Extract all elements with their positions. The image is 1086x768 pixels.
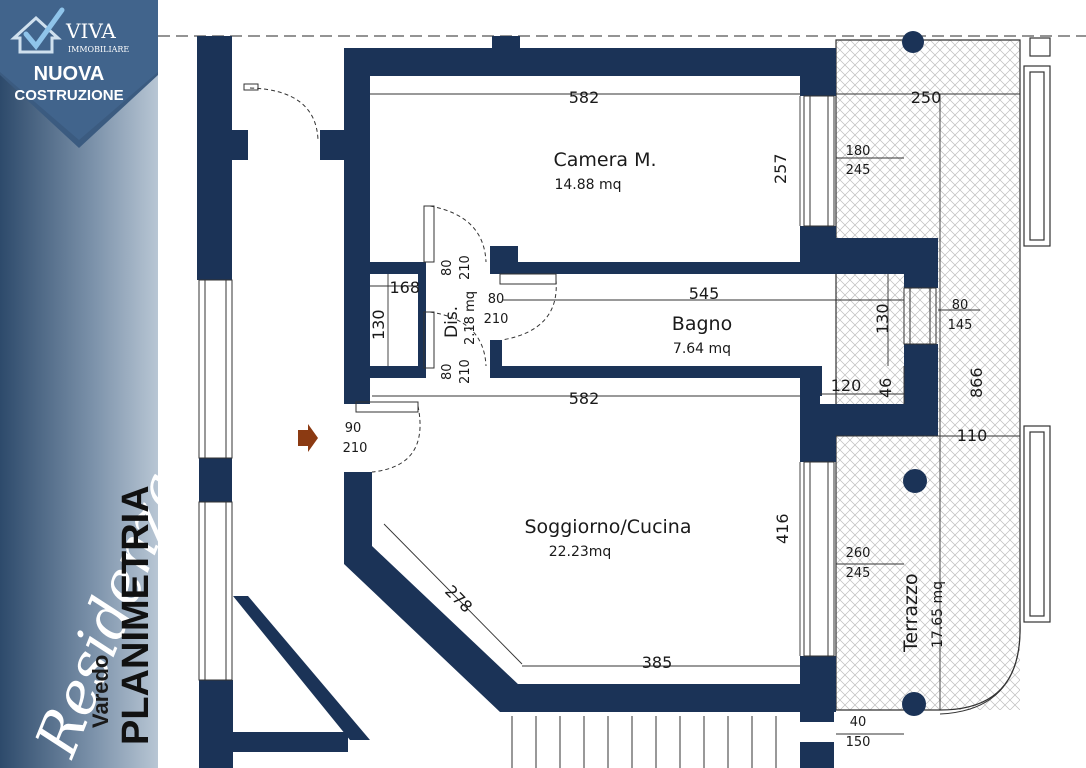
corridor-walls: [197, 36, 370, 768]
room-dis-area: 2.18 mq: [463, 291, 478, 345]
project-doc-type: PLANIMETRIA: [115, 485, 157, 745]
dim-door-bagno-h: 210: [484, 312, 509, 327]
room-bagno-area: 7.64 mq: [673, 341, 731, 357]
dim-door-dis-bot-h: 210: [458, 359, 473, 384]
brand-badge: VIVA IMMOBILIARE NUOVA COSTRUZIONE: [0, 0, 158, 148]
dim-camera-width: 582: [569, 88, 600, 107]
house-logo-icon: [10, 7, 65, 54]
room-camera-area: 14.88 mq: [554, 177, 621, 193]
room-soggiorno-name: Soggiorno/Cucina: [525, 516, 692, 538]
dim-entry-door-w: 90: [345, 421, 362, 436]
dim-dis-height: 130: [369, 309, 388, 340]
badge-line-1: NUOVA: [34, 63, 105, 85]
dim-window-bagno-w: 80: [952, 298, 969, 313]
door-swings: [243, 83, 557, 473]
sidebar: VIVA IMMOBILIARE NUOVA COSTRUZIONE Resid…: [0, 0, 158, 768]
room-terrazzo-name: Terrazzo: [900, 573, 922, 653]
sidebar-titles: Residenza Cecilia Varedo PLANIMETRIA: [22, 258, 158, 767]
apartment-windows: [803, 95, 937, 657]
entrance-arrow-icon: [298, 424, 318, 452]
dim-terrace-width: 250: [911, 88, 942, 107]
project-location: Varedo: [88, 655, 113, 728]
badge-line-2: COSTRUZIONE: [14, 87, 123, 104]
dim-soggiorno-depth: 416: [773, 513, 792, 544]
dim-bagno-width: 545: [689, 284, 720, 303]
dim-window-camera-h: 245: [846, 163, 871, 178]
dim-door-dis-top-w: 80: [440, 259, 455, 276]
dim-soggiorno-width: 582: [569, 389, 600, 408]
floor-plan: Camera M. 14.88 mq Bagno 7.64 mq Dis. 2.…: [158, 31, 1086, 768]
dim-window-sog-w: 260: [846, 546, 871, 561]
room-dis-name: Dis.: [442, 306, 462, 338]
dim-door-dis-bot-w: 80: [440, 363, 455, 380]
room-soggiorno-area: 22.23mq: [549, 544, 612, 560]
dim-terrace-gap: 110: [957, 426, 988, 445]
dim-bagno-small: 46: [876, 378, 895, 398]
terrace-columns: [902, 31, 927, 716]
dim-terrace-length: 866: [967, 367, 986, 398]
dim-diagonal: 278: [441, 581, 476, 616]
dim-dis-width: 168: [389, 278, 420, 297]
terrace-railing: [1023, 37, 1051, 623]
dim-bagno-ext: 120: [831, 376, 862, 395]
dim-window-bagno-h: 145: [948, 318, 973, 333]
dim-window-camera-w: 180: [846, 144, 871, 159]
dimension-lines: [370, 93, 1020, 735]
bottom-stairs: [511, 716, 777, 768]
dim-camera-depth: 257: [771, 153, 790, 184]
room-camera-name: Camera M.: [553, 149, 656, 171]
corridor-windows: [198, 279, 233, 681]
dim-entry-door-h: 210: [343, 441, 368, 456]
dim-bottom-window-w: 40: [850, 715, 867, 730]
dim-bottom-width: 385: [642, 653, 673, 672]
room-terrazzo-area: 17.65 mq: [930, 581, 946, 648]
dim-bagno-height: 130: [873, 303, 892, 334]
brand-sub: IMMOBILIARE: [68, 45, 129, 54]
dim-door-bagno-w: 80: [488, 292, 505, 307]
dim-door-dis-top-h: 210: [458, 255, 473, 280]
room-bagno-name: Bagno: [672, 313, 732, 335]
dim-window-sog-h: 245: [846, 566, 871, 581]
apartment-walls: [344, 36, 938, 768]
dim-bottom-window-h: 150: [846, 735, 871, 750]
brand-name: VIVA: [65, 19, 116, 43]
